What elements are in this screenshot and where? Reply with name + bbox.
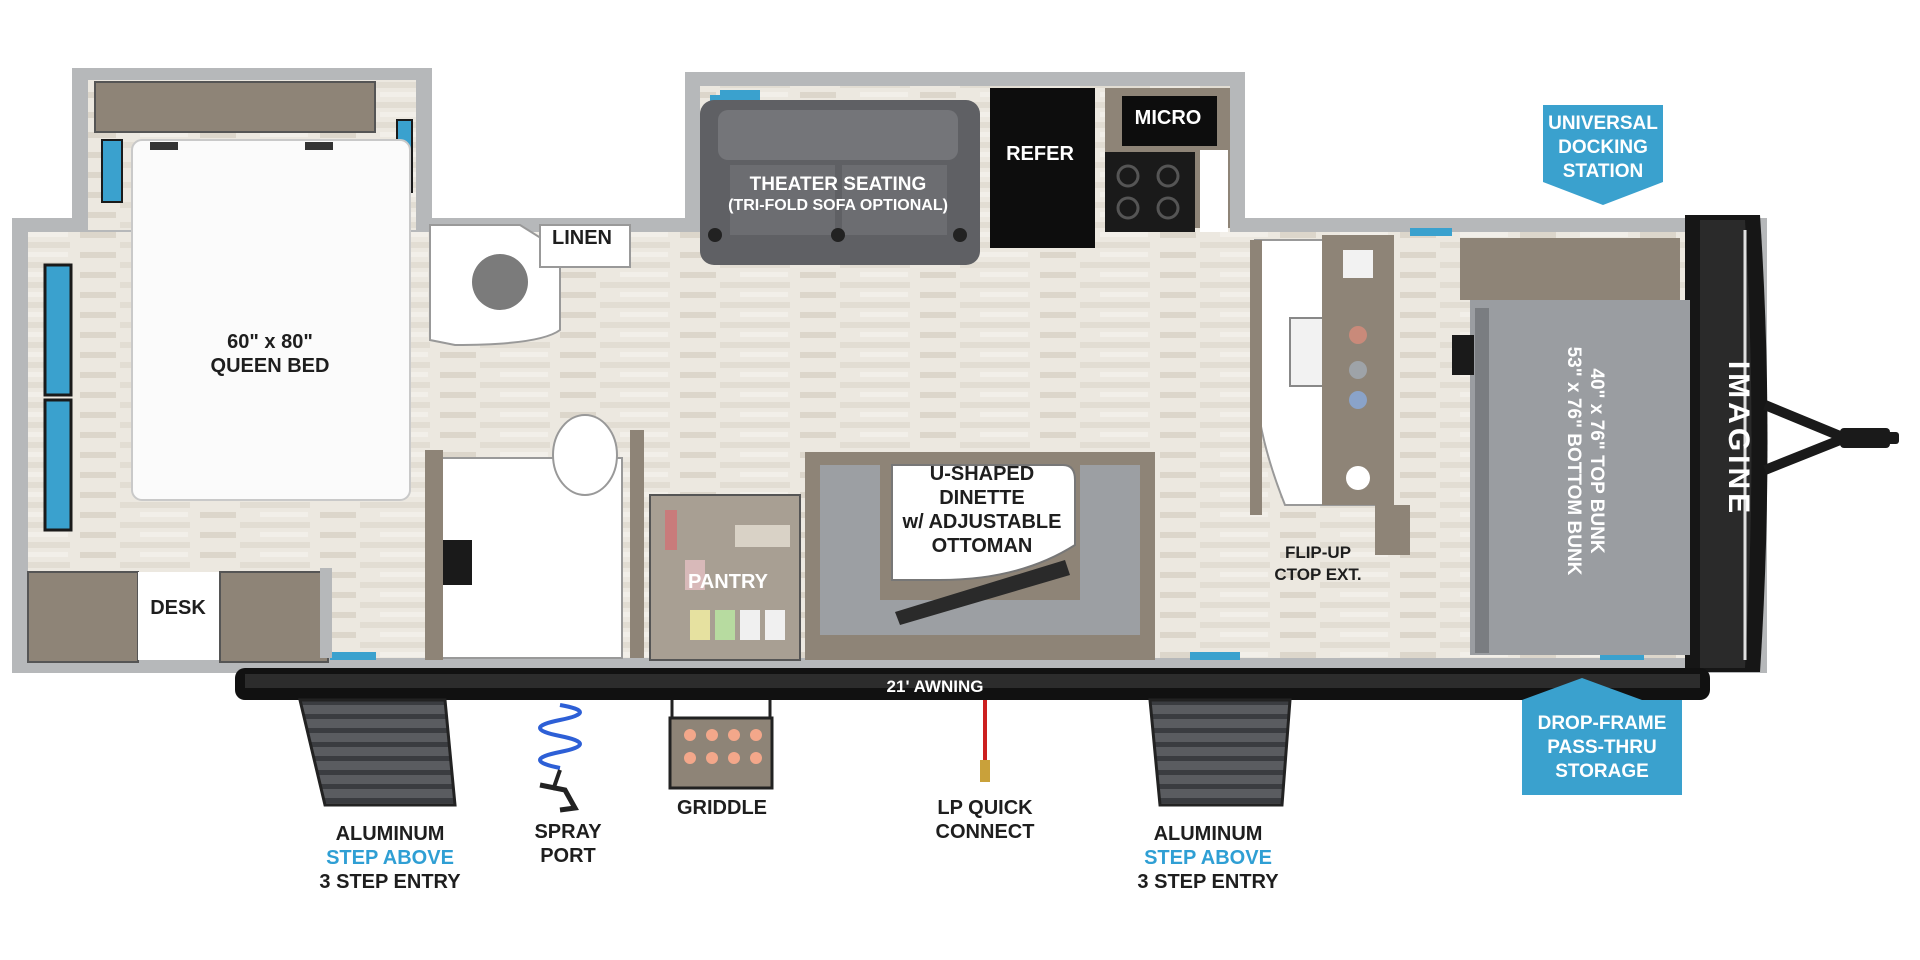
connect-text: CONNECT — [935, 821, 1035, 843]
step-right-line-1: ALUMINUM — [1153, 823, 1263, 845]
microwave-range — [1105, 88, 1230, 232]
dinette — [805, 452, 1155, 660]
entry-steps — [298, 698, 1292, 807]
lp-quick-text: LP QUICK — [937, 797, 1033, 819]
flip-up-text: FLIP-UP — [1284, 543, 1352, 562]
linen-label: LINEN — [552, 226, 612, 250]
dinette-line-2: DINETTE — [939, 487, 1025, 509]
hitch-tongue — [1763, 400, 1899, 475]
dinette-line-3: w/ ADJUSTABLE — [902, 511, 1062, 533]
desk-label: DESK — [150, 596, 206, 620]
dinette-line-4: OTTOMAN — [931, 535, 1033, 557]
bed-type-text: QUEEN BED — [210, 355, 330, 377]
bath-area — [425, 224, 644, 660]
callout-badges — [1522, 105, 1682, 795]
queen-bed — [94, 81, 411, 501]
refer-text: REFER — [1006, 143, 1074, 165]
top-bunk-text: 40" x 76" TOP BUNK — [1586, 368, 1607, 554]
awning-bar — [235, 668, 1710, 700]
refer-label: REFER — [1006, 142, 1074, 166]
spray-text: SPRAY — [534, 821, 602, 843]
docking-line-2: DOCKING — [1558, 137, 1648, 158]
docking-line-1: UNIVERSAL — [1548, 113, 1658, 134]
step-left-label: ALUMINUM STEP ABOVE 3 STEP ENTRY — [319, 822, 460, 894]
desk-text: DESK — [150, 597, 206, 619]
desk-area — [27, 568, 332, 663]
micro-text: MICRO — [1134, 107, 1202, 129]
spray-port-label: SPRAY PORT — [534, 820, 601, 868]
dinette-label: U-SHAPED DINETTE w/ ADJUSTABLE OTTOMAN — [903, 462, 1062, 558]
flip-up-label: FLIP-UP CTOP EXT. — [1274, 542, 1361, 586]
dinette-line-1: U-SHAPED — [929, 463, 1035, 485]
pantry — [649, 494, 801, 661]
micro-label: MICRO — [1135, 106, 1202, 130]
front-cap — [1685, 215, 1768, 672]
awning-label: 21' AWNING — [887, 677, 984, 697]
brand-logo: IMAGINE — [1721, 361, 1755, 517]
tri-fold-text: (TRI-FOLD SOFA OPTIONAL) — [728, 197, 948, 214]
universal-docking-callout: UNIVERSAL DOCKING STATION — [1543, 112, 1663, 184]
step-left-line-3: 3 STEP ENTRY — [319, 871, 461, 893]
bed-size-text: 60" x 80" — [227, 331, 313, 353]
step-left-line-1: ALUMINUM — [335, 823, 445, 845]
awning-text: 21' AWNING — [886, 677, 984, 696]
ctop-ext-text: CTOP EXT. — [1274, 565, 1362, 584]
pantry-label: PANTRY — [688, 570, 768, 594]
griddle-label: GRIDDLE — [677, 796, 767, 820]
step-right-line-2: STEP ABOVE — [1144, 847, 1272, 869]
drop-frame-line-3: STORAGE — [1555, 761, 1649, 782]
griddle-unit — [668, 700, 774, 790]
bunk-label: 40" x 76" TOP BUNK 53" x 76" BOTTOM BUNK — [1562, 336, 1608, 586]
theater-seating-label: THEATER SEATING (TRI-FOLD SOFA OPTIONAL) — [728, 174, 948, 216]
griddle-text: GRIDDLE — [677, 797, 767, 819]
bunks — [1452, 238, 1690, 655]
pantry-text: PANTRY — [688, 571, 768, 593]
theater-seating — [700, 100, 980, 265]
queen-bed-label: 60" x 80" QUEEN BED — [211, 330, 330, 378]
drop-frame-line-1: DROP-FRAME — [1537, 713, 1667, 734]
drop-frame-line-2: PASS-THRU — [1547, 737, 1657, 758]
drop-frame-callout: DROP-FRAME PASS-THRU STORAGE — [1522, 712, 1682, 784]
refrigerator — [990, 88, 1095, 248]
lp-line — [980, 700, 990, 782]
step-left-line-2: STEP ABOVE — [326, 847, 454, 869]
linen-text: LINEN — [552, 227, 612, 249]
port-text: PORT — [540, 845, 596, 867]
theater-seating-text: THEATER SEATING — [749, 174, 927, 195]
step-right-line-3: 3 STEP ENTRY — [1137, 871, 1279, 893]
kitchen-island — [1250, 235, 1410, 555]
docking-line-3: STATION — [1562, 161, 1644, 182]
spray-port — [538, 703, 582, 813]
step-right-label: ALUMINUM STEP ABOVE 3 STEP ENTRY — [1137, 822, 1278, 894]
lp-quick-label: LP QUICK CONNECT — [936, 796, 1035, 844]
brand-logo-text: IMAGINE — [1722, 360, 1756, 518]
bottom-bunk-text: 53" x 76" BOTTOM BUNK — [1563, 346, 1584, 576]
